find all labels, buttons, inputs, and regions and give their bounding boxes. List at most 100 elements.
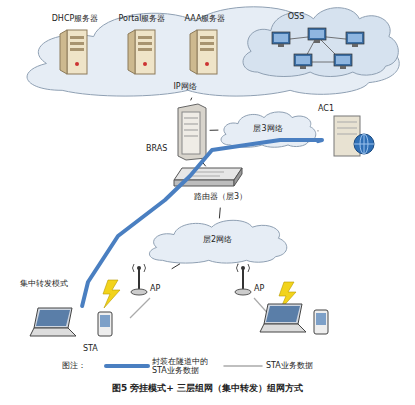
cloud-outline [27,7,399,96]
node-label: AP [254,284,274,293]
icon-part [310,30,324,38]
figure-caption: 图5 旁挂模式+ 三层组网（集中转发）组网方式 [0,383,415,393]
server-node: DHCP服务器 [44,14,106,78]
legend-sample-line [106,364,148,368]
icon-part [137,266,141,270]
icon-part [135,30,155,74]
node-label: AP [150,284,170,293]
icon-part [296,56,310,64]
icon-part [184,118,198,136]
icon-part [300,66,306,69]
network-cloud: 层2网络 [145,218,290,264]
icon-part [138,42,152,45]
bras-node: BRAS [146,100,210,162]
icon-part [200,36,214,39]
icon-part [30,328,76,336]
icon-part [188,172,224,176]
icon-part [235,289,251,295]
node-label: AC1 [318,104,348,113]
ac-icon [332,112,376,158]
icon-part [138,268,140,290]
connector [190,98,192,100]
sta-icon [28,306,124,344]
node-label: BRAS [146,144,176,153]
ap-node: AP [128,264,172,300]
icon-part [36,310,70,326]
network-cloud: 层3网络 [218,110,318,148]
icon-part [174,168,242,180]
icon-part [337,122,357,134]
icon-part [138,48,152,51]
icon-part [352,44,358,47]
icon-part [294,54,312,66]
icon-part [354,134,374,154]
icon-part [278,44,284,47]
icon-part [340,66,346,69]
icon-part [274,34,288,42]
router-node: 路由器（层3） [172,166,272,208]
ac-node: AC1 [318,104,380,160]
icon-part [354,134,374,154]
icon-part [348,34,362,42]
connector [219,208,221,218]
connector [172,264,180,269]
oss-icon [264,26,374,70]
icon-part [131,289,147,295]
ap-icon [232,264,254,298]
icon-part [237,264,250,272]
node-label: Portal服务器 [110,14,174,23]
icon-part [143,62,147,66]
connector [82,140,322,306]
icon-part [200,42,214,45]
server-icon [58,28,92,76]
node-label: DHCP服务器 [44,14,106,23]
icon-part [234,168,242,186]
icon-part [241,266,245,270]
node-label: 层3网络 [238,124,298,133]
icon-part [182,112,200,154]
station-node: STA [28,306,124,356]
tower-icon [174,102,208,160]
laptop-base [260,324,306,332]
node-label: IP网络 [145,82,225,91]
cloud-outline [149,220,286,263]
legend-text: 封装在隧道中的 STA业务数据 [152,357,218,375]
network-cloud: IP网络 DHCP服务器 Portal服务器AAA服务器 OSS [15,2,408,98]
icon-part [205,62,209,66]
node-label: OSS [276,12,316,21]
server-icon [188,28,222,76]
oss-cloud: OSS [238,4,402,78]
lightning-bolt [103,280,296,310]
icon-part [334,54,352,66]
icon-part [128,30,135,74]
icon-part [67,30,87,74]
connector [202,162,205,166]
note-label: 图注： [62,361,102,370]
icon-part [60,30,67,74]
icon-part [75,62,79,66]
cloud-outline [243,8,398,77]
server-node: Portal服务器 [110,14,174,78]
icon-part [138,36,152,39]
node-label: AAA服务器 [176,14,234,23]
icon-part [133,264,146,272]
note-label: 集中转发模式 [20,279,90,288]
cloud-outline [221,112,316,147]
icon-part [197,30,217,74]
node-label: 路由器（层3） [194,192,272,201]
legend-text: STA业务数据 [266,361,346,370]
node-label: STA [83,344,113,353]
icon-part [100,315,110,327]
icon-part [174,180,234,186]
icon-part [70,36,84,39]
wireless-link [130,298,150,318]
ap-icon [128,264,150,298]
server-node: AAA服务器 [176,14,234,78]
icon-part [70,42,84,45]
icon-part [200,48,214,51]
icon-part [70,48,84,51]
icon-part [308,28,326,40]
